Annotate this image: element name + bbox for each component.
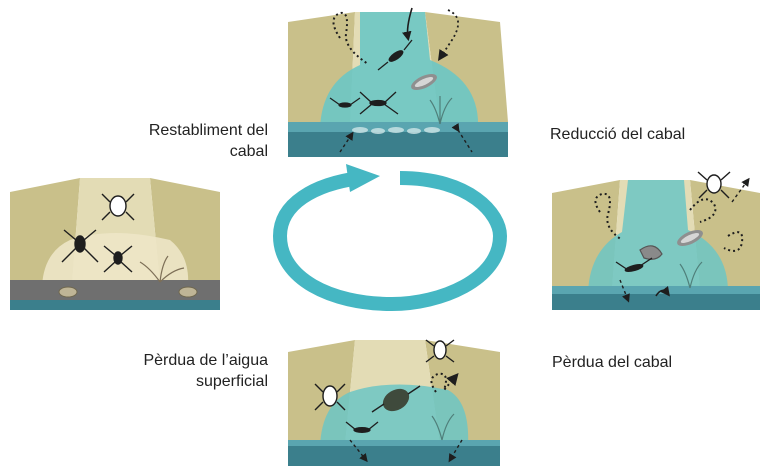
label-perdua-aigua: Pèrdua de l’aigua superficial: [126, 350, 268, 392]
label-perdua-aigua-line2: superficial: [126, 371, 268, 392]
panel-top-full-flow: [288, 8, 508, 157]
label-perdua-cabal: Pèrdua del cabal: [552, 352, 672, 373]
panel-bottom-pools: [288, 340, 500, 466]
label-restabliment: Restabliment del cabal: [128, 120, 268, 162]
label-perdua-aigua-line1: Pèrdua de l’aigua: [126, 350, 268, 371]
panel-left-dry: [10, 178, 220, 310]
label-restabliment-line2: cabal: [128, 141, 268, 162]
cycle-arrowhead-icon: [346, 164, 380, 192]
label-reduccio: Reducció del cabal: [550, 124, 685, 145]
label-restabliment-line1: Restabliment del: [128, 120, 268, 141]
cycle-arrow: [280, 164, 500, 304]
panel-right-reduced-flow: [552, 172, 760, 310]
